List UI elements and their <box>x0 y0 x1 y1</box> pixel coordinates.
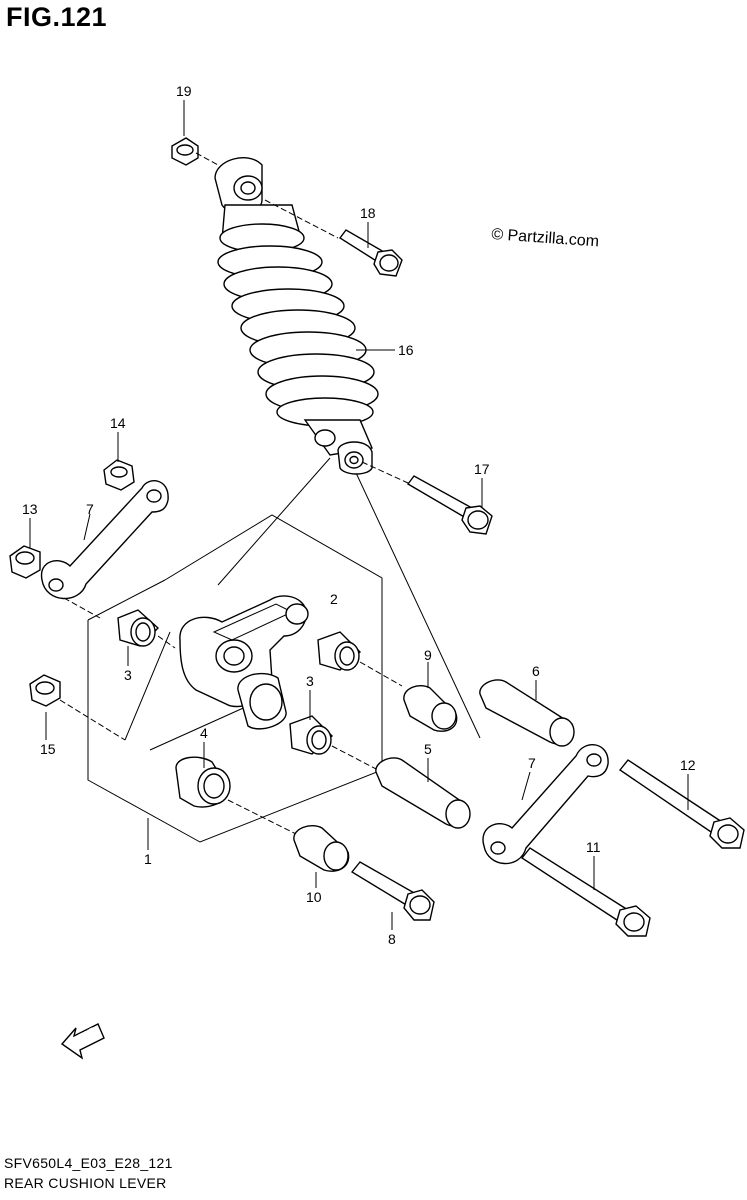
callout-4: 4 <box>200 725 208 741</box>
nut-13 <box>9 545 41 579</box>
link-7-left <box>40 480 169 619</box>
callout-7-right: 7 <box>528 755 536 771</box>
sleeve-5 <box>375 757 471 829</box>
figure-code: SFV650L4_E03_E28_121 <box>4 1155 173 1171</box>
callout-6: 6 <box>532 663 540 679</box>
leader-lines <box>29 100 689 930</box>
callout-3-left: 3 <box>124 667 132 683</box>
callout-7-left: 7 <box>86 501 94 517</box>
callout-1: 1 <box>144 851 152 867</box>
bearing-3-lower <box>289 715 379 771</box>
callout-5: 5 <box>424 741 432 757</box>
forward-arrow-icon: FWD <box>60 1023 105 1060</box>
callout-18: 18 <box>360 205 376 221</box>
callout-8: 8 <box>388 931 396 947</box>
figure-title: FIG.121 <box>6 2 108 32</box>
callout-12: 12 <box>680 757 696 773</box>
bolt-8 <box>350 861 435 921</box>
link-7-right <box>482 743 609 865</box>
bearing-3-right <box>317 631 403 687</box>
callout-14: 14 <box>110 415 126 431</box>
nut-19 <box>171 137 219 166</box>
bearing-4 <box>175 756 297 835</box>
cushion-lever-2 <box>179 595 309 730</box>
shock-spring <box>217 245 379 427</box>
bearing-3-left <box>117 609 176 649</box>
callout-labels: 19 18 16 14 17 13 7 2 3 3 9 6 4 5 15 7 1… <box>22 83 696 947</box>
bolt-11 <box>520 847 651 937</box>
callout-11: 11 <box>586 839 601 855</box>
nut-15 <box>29 674 126 741</box>
sleeve-10 <box>293 824 350 872</box>
callout-16: 16 <box>398 342 414 358</box>
figure-name: REAR CUSHION LEVER <box>4 1175 167 1191</box>
callout-3-right: 3 <box>306 673 314 689</box>
bolt-18 <box>264 199 403 277</box>
bolt-12 <box>618 759 745 849</box>
callout-13: 13 <box>22 501 38 517</box>
nut-14 <box>103 459 135 491</box>
callout-15: 15 <box>40 741 56 757</box>
rear-shock-absorber <box>214 157 379 475</box>
callout-2: 2 <box>330 591 338 607</box>
bolt-17 <box>361 461 493 535</box>
sleeve-6 <box>479 679 575 747</box>
sleeve-9 <box>403 684 458 732</box>
callout-9: 9 <box>424 647 432 663</box>
callout-17: 17 <box>474 461 490 477</box>
callout-10: 10 <box>306 889 322 905</box>
callout-19: 19 <box>176 83 192 99</box>
